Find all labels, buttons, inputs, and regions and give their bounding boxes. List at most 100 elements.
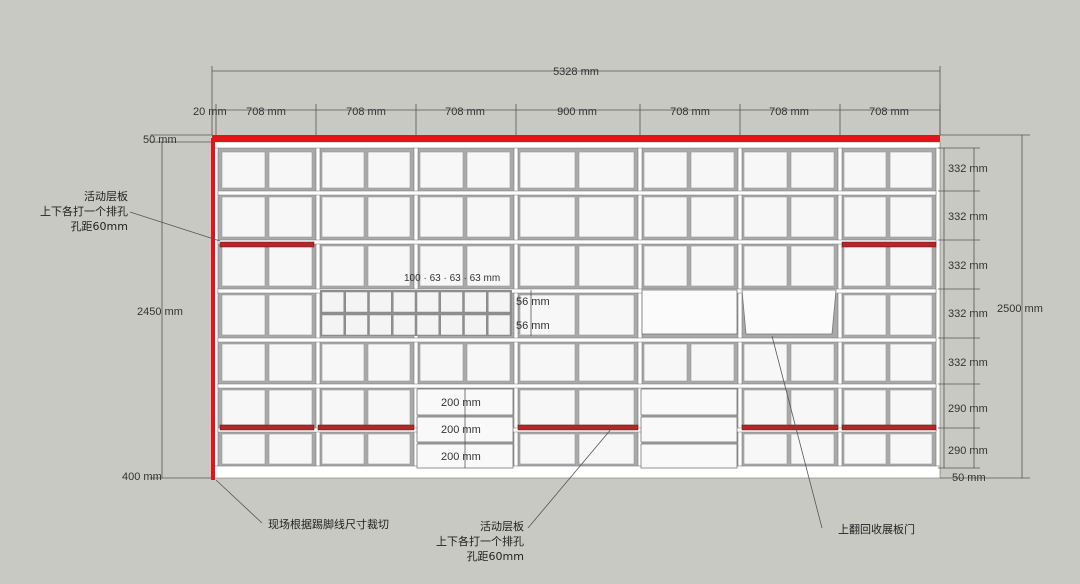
compartment-pane: [843, 294, 887, 336]
compartment-pane: [367, 433, 411, 465]
shelf-spacing-label-2: 332 mm: [948, 211, 988, 223]
compartment-pane: [643, 245, 688, 287]
compartment-pane: [321, 245, 365, 287]
compartment-pane: [419, 151, 464, 189]
wine-rack-cell: [393, 291, 416, 313]
wine-rack-row-label-2: 56 mm: [516, 320, 550, 332]
compartment-pane: [321, 433, 365, 465]
compartment-pane: [690, 151, 735, 189]
compartment-pane: [419, 343, 464, 382]
compartment-pane: [221, 433, 266, 465]
compartment-pane: [578, 389, 635, 426]
compartment-pane: [790, 245, 835, 287]
compartment-pane: [367, 343, 411, 382]
wine-rack-cell: [416, 314, 439, 336]
compartment-pane: [743, 245, 788, 287]
compartment-pane: [221, 151, 266, 189]
shelf-board: [217, 288, 937, 294]
wine-rack-row-label-1: 56 mm: [516, 296, 550, 308]
top-thickness-label: 50 mm: [143, 134, 177, 146]
wine-rack-cell: [488, 291, 511, 313]
compartment-pane: [268, 433, 313, 465]
cabinet-body: [211, 135, 941, 480]
compartment-pane: [221, 245, 266, 287]
movable-shelf-red: [841, 424, 937, 431]
compartment-pane: [790, 389, 835, 426]
leader-line-cut-note: [215, 479, 263, 524]
movable-shelf-red: [741, 424, 839, 431]
compartment-pane: [743, 343, 788, 382]
leader-line-bottom-note: [527, 427, 613, 529]
compartment-pane: [466, 343, 511, 382]
wine-rack-cell: [488, 314, 511, 336]
compartment-pane: [889, 196, 933, 238]
bay-width-label-5: 708 mm: [670, 106, 710, 118]
compartment-pane: [843, 196, 887, 238]
compartment-pane: [889, 294, 933, 336]
leader-line-door-note: [771, 335, 823, 529]
compartment-pane: [743, 196, 788, 238]
compartment-pane: [268, 196, 313, 238]
wine-rack-cell: [369, 314, 392, 336]
flap-door: [741, 289, 837, 335]
door-note: 上翻回收展板门: [838, 522, 915, 536]
compartment-pane: [578, 196, 635, 238]
shelf-board: [217, 190, 937, 196]
compartment-pane: [790, 343, 835, 382]
right-height-label: 2500 mm: [997, 303, 1043, 315]
compartment-pane: [889, 389, 933, 426]
wine-rack-cell: [464, 314, 487, 336]
compartment-pane: [268, 343, 313, 382]
drawer-front: [640, 416, 738, 443]
shelf-note-left-line-3: 孔距60mm: [71, 220, 128, 233]
wine-rack-cell: [369, 291, 392, 313]
wine-rack-top-label: 100 · 63 · 63 · 63 mm: [404, 273, 500, 284]
compartment-pane: [843, 151, 887, 189]
drawer-front: [640, 443, 738, 469]
shelf-note-left-line-2: 上下各打一个排孔: [40, 204, 128, 218]
top-red-edge: [212, 135, 940, 142]
movable-shelf-red: [317, 424, 415, 431]
compartment-pane: [268, 245, 313, 287]
shelf-spacing-label-7: 290 mm: [948, 445, 988, 457]
compartment-pane: [419, 196, 464, 238]
plinth-board: [211, 465, 941, 479]
left-red-edge: [211, 138, 215, 480]
drawer-front: [640, 388, 738, 416]
shelf-board: [217, 383, 937, 389]
plinth-label: 400 mm: [122, 471, 162, 483]
compartment-pane: [466, 151, 511, 189]
compartment-pane: [578, 245, 635, 287]
shelf-spacing-label-1: 332 mm: [948, 163, 988, 175]
compartment-pane: [643, 343, 688, 382]
bay-width-label-1: 708 mm: [246, 106, 286, 118]
shelf-board: [217, 239, 937, 245]
side-left-label: 20 mm: [193, 106, 227, 118]
compartment-pane: [743, 151, 788, 189]
compartment-pane: [367, 389, 411, 426]
compartment-pane: [519, 151, 576, 189]
compartment-pane: [268, 151, 313, 189]
shelf-spacing-label-5: 332 mm: [948, 357, 988, 369]
compartment-pane: [466, 245, 511, 287]
drawer-height-label-1: 200 mm: [441, 397, 481, 409]
compartment-pane: [367, 151, 411, 189]
compartment-pane: [367, 196, 411, 238]
compartment-pane: [321, 389, 365, 426]
shelf-note-bottom-line-3: 孔距60mm: [467, 550, 524, 563]
shelf-spacing-label-6: 290 mm: [948, 403, 988, 415]
shelf-board: [217, 337, 937, 343]
compartment-pane: [321, 151, 365, 189]
compartment-pane: [843, 245, 887, 287]
compartment-pane: [519, 196, 576, 238]
shelf-note-left-line-1: 活动层板: [84, 189, 128, 203]
compartment-pane: [690, 196, 735, 238]
drawer-height-label-3: 200 mm: [441, 451, 481, 463]
compartment-pane: [519, 245, 576, 287]
shelf-spacing-label-3: 332 mm: [948, 260, 988, 272]
compartment-pane: [743, 433, 788, 465]
vertical-divider: [935, 141, 941, 475]
shelf-note-bottom-line-1: 活动层板: [480, 519, 524, 533]
compartment-pane: [321, 196, 365, 238]
